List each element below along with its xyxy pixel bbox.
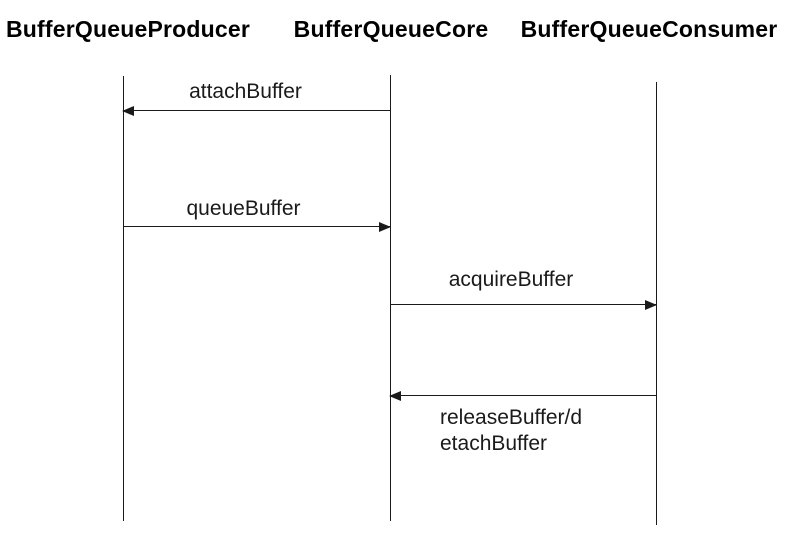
participant-label-core: BufferQueueCore [293,16,489,42]
lifeline-core [389,75,391,521]
message-label-releasebuffer-line2: etachBuffer [440,432,548,455]
arrowhead-left-icon [389,390,401,401]
message-arrow-queuebuffer [123,221,391,232]
message-label-releasebuffer: releaseBuffer/d etachBuffer [440,405,582,457]
participant-label-producer: BufferQueueProducer [5,16,251,42]
message-label-attachbuffer: attachBuffer [189,80,302,103]
message-arrow-releasebuffer [389,390,656,401]
message-arrow-acquirebuffer [390,299,657,310]
message-label-queuebuffer: queueBuffer [186,197,301,220]
arrowhead-left-icon [122,105,134,116]
arrowhead-right-icon [379,221,391,232]
message-arrow-attachbuffer [122,105,390,116]
message-label-acquirebuffer: acquireBuffer [448,268,574,291]
message-label-releasebuffer-line1: releaseBuffer/d [440,406,583,429]
lifeline-producer [122,76,124,521]
participant-label-consumer: BufferQueueConsumer [520,16,778,42]
arrowhead-right-icon [645,299,657,310]
